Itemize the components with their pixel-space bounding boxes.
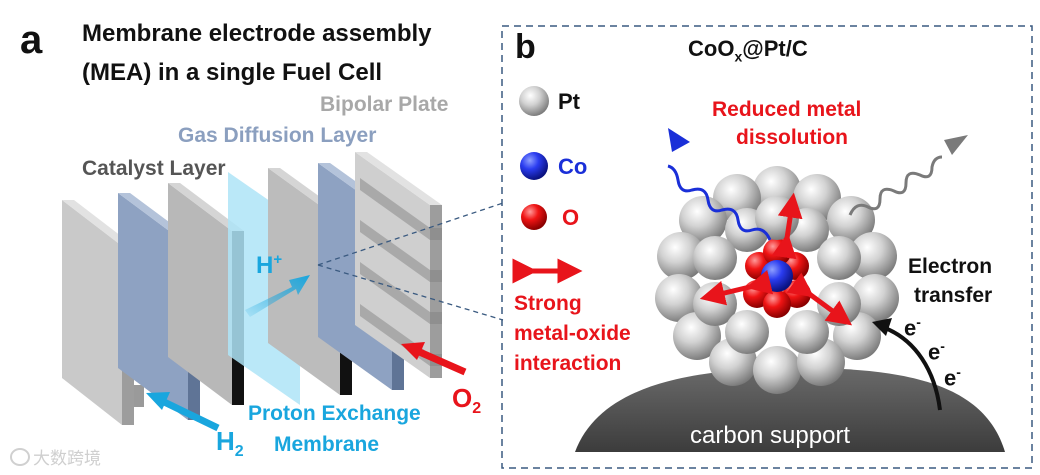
carbon-support-label: carbon support (690, 422, 851, 449)
proton-arrow (245, 275, 310, 317)
pt-atom (851, 274, 899, 322)
h2-label: H2 (216, 426, 244, 461)
carbon-support (575, 368, 1005, 452)
panel-b-title-main: CoO (688, 36, 735, 61)
pt-atom (679, 196, 727, 244)
pem-label-line1: Proton Exchange (248, 402, 421, 425)
gas-diffusion-layer-label: Gas Diffusion Layer (178, 124, 377, 147)
electron-symbol-3: e- (944, 364, 961, 391)
electron-transfer-arrow (872, 318, 942, 411)
legend-o-label: O (562, 205, 580, 230)
legend-co-sphere (520, 152, 548, 180)
dissolution-wave-gray (848, 135, 968, 216)
pt-atom (657, 232, 705, 280)
electron-e-2: e (928, 339, 941, 365)
panel-a-title-line2: (MEA) in a single Fuel Cell (82, 59, 383, 86)
watermark-logo-icon (10, 448, 30, 466)
panel-b-title: CoOx@Pt/C (688, 36, 808, 64)
legend-pt-label: Pt (558, 89, 580, 114)
interaction-label-line3: interaction (514, 352, 622, 375)
electron-symbol-2: e- (928, 338, 945, 365)
proton-charge: + (273, 251, 283, 268)
legend-o-sphere (521, 204, 547, 230)
pt-atom (785, 310, 829, 354)
electron-symbol-1: e- (904, 314, 921, 341)
o-atom (763, 290, 791, 318)
metal-oxide-arrows (699, 192, 853, 326)
h2-symbol: H (216, 426, 235, 456)
pt-atom (753, 346, 801, 394)
interaction-label-line1: Strong (514, 292, 582, 315)
pt-atom (725, 310, 769, 354)
proton-label: H+ (256, 251, 282, 280)
watermark-text: 大数跨境 (33, 449, 101, 468)
mea-stack (62, 152, 467, 432)
dissolution-wave-blue (667, 128, 772, 241)
pt-atom (827, 196, 875, 244)
proton-symbol: H (256, 252, 274, 279)
panel-b-title-rest: @Pt/C (742, 36, 808, 61)
pem-label-line2: Membrane (274, 433, 380, 456)
panel-b-letter: b (515, 28, 536, 66)
zoom-line-top (317, 202, 504, 266)
coox-pt-nanoparticle (655, 166, 899, 394)
reduced-dissolution-line2: dissolution (736, 126, 848, 149)
right-bipolar-plate (355, 152, 442, 378)
electron-transfer-line1: Electron (908, 255, 993, 278)
panel-b-title-sub: x (734, 48, 743, 65)
panel-b-frame (501, 25, 1033, 469)
electron-charge-3: - (956, 364, 961, 380)
watermark: 大数跨境 (10, 444, 101, 469)
reduced-dissolution-line1: Reduced metal (712, 98, 862, 121)
panel-a-letter: a (20, 18, 43, 62)
h2-subscript: 2 (234, 443, 244, 461)
electron-e-1: e (904, 315, 917, 341)
pt-atom (849, 232, 897, 280)
electron-charge-1: - (916, 314, 921, 330)
pt-atom (817, 236, 861, 280)
pt-atom (693, 236, 737, 280)
legend-pt-sphere (519, 86, 549, 116)
co-atom (761, 260, 793, 292)
electron-e-3: e (944, 365, 957, 391)
interaction-label-line2: metal-oxide (514, 322, 631, 345)
o2-arrow (401, 342, 467, 376)
electron-transfer-line2: transfer (914, 284, 993, 307)
legend-co-label: Co (558, 154, 588, 179)
h2-arrow (146, 392, 220, 432)
bipolar-plate-label: Bipolar Plate (320, 93, 449, 116)
pt-atom (655, 274, 703, 322)
panel-a-title-line1: Membrane electrode assembly (82, 20, 432, 47)
electron-charge-2: - (940, 338, 945, 354)
o2-symbol: O (452, 383, 473, 413)
o2-label: O2 (452, 383, 481, 418)
o2-subscript: 2 (472, 400, 482, 418)
catalyst-layer-label: Catalyst Layer (82, 157, 226, 180)
